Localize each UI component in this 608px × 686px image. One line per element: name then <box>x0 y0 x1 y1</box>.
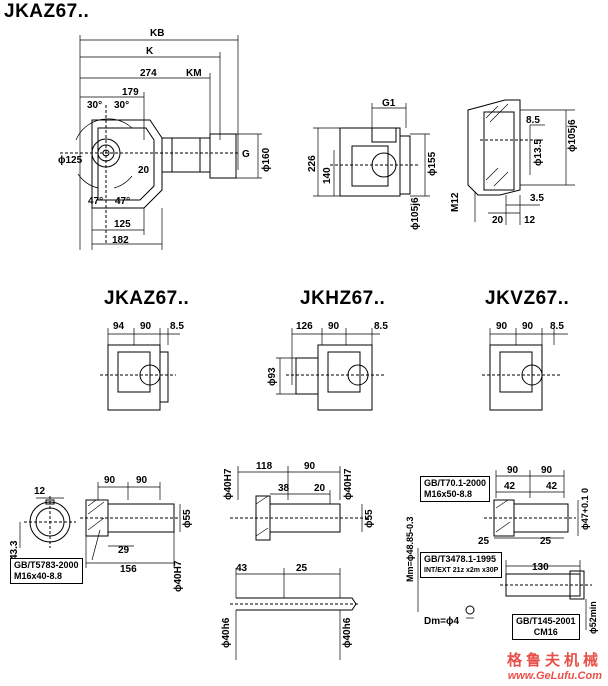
dim-k: K <box>146 46 154 57</box>
dim-140: 140 <box>322 167 333 184</box>
dim-m12: M12 <box>450 192 461 212</box>
dim-km: KM <box>186 68 202 79</box>
note-gb-t70-line2: M16x50-8.8 <box>424 489 473 499</box>
dim-226: 226 <box>307 155 318 172</box>
dim-12-shaft-a: 12 <box>34 486 46 497</box>
dim-20-top: 20 <box>138 165 150 176</box>
note-gb-t3478-line1: GB/T3478.1-1995 <box>424 554 497 564</box>
dim-20-shaft-h: 20 <box>314 483 326 494</box>
dim-179: 179 <box>122 87 139 98</box>
dim-phi40h7-h-right: ϕ40H7 <box>343 468 354 500</box>
note-gb-t5783-line2: M16x40-8.8 <box>14 571 63 581</box>
main-gearbox-view <box>60 35 262 250</box>
dim-90b-shaft-a: 90 <box>136 475 148 486</box>
dim-phi47: ϕ47+0.1 0 <box>580 487 590 530</box>
dim-90a-shaft-v: 90 <box>507 465 519 476</box>
note-gb-t145-line1: GB/T145-2001 <box>516 616 576 626</box>
dim-42a: 42 <box>504 481 516 492</box>
dim-3-5: 3.5 <box>530 193 544 204</box>
note-gb-t145-line2: CM16 <box>533 627 558 637</box>
dim-90-shaft-h: 90 <box>304 461 316 472</box>
dim-phi13-5: ϕ13.5 <box>533 139 544 166</box>
watermark: 格鲁夫机械 www.GeLufu.Com <box>507 649 602 682</box>
angle-47-right: 47° <box>115 196 131 207</box>
note-gb-t70: GB/T70.1-2000 M16x50-8.8 <box>420 476 491 502</box>
dim-8-5-jkaz: 8.5 <box>170 321 184 332</box>
dim-phi40h7-h-left: ϕ40H7 <box>223 468 234 500</box>
note-gb-t5783-line1: GB/T5783-2000 <box>14 560 79 570</box>
dim-43-shaft-h: 43 <box>236 563 248 574</box>
dim-g: G <box>242 149 250 160</box>
angle-30-left: 30° <box>87 100 103 111</box>
shaft-h-drawing <box>230 466 370 660</box>
dim-phi40h6-left: ϕ40h6 <box>221 617 232 648</box>
dim-12-detail: 12 <box>524 215 536 226</box>
note-gb-t3478-line2: INT/EXT 21z x2m x30P <box>424 567 499 574</box>
dim-38: 38 <box>278 483 290 494</box>
main-title: JKAZ67.. <box>4 1 90 22</box>
dim-8-5-jkhz: 8.5 <box>374 321 388 332</box>
dim-156: 156 <box>120 564 137 575</box>
dim-25-shaft-h: 25 <box>296 563 308 574</box>
dim-g1: G1 <box>382 98 396 109</box>
dim-94: 94 <box>113 321 125 332</box>
jkvz-title: JKVZ67.. <box>485 288 570 309</box>
dim-phi52: ϕ52min <box>588 601 598 634</box>
note-gb-t5783: GB/T5783-2000 M16x40-8.8 <box>10 558 83 584</box>
dim-phi40h7-shaft-a: ϕ40H7 <box>173 560 184 592</box>
dim-90a-jkvz: 90 <box>496 321 508 332</box>
dim-25b-shaft-v: 25 <box>540 536 552 547</box>
dim-dm: Dm=ϕ4 <box>424 616 460 627</box>
note-gb-t70-line1: GB/T70.1-2000 <box>424 478 487 488</box>
dim-90-jkaz: 90 <box>140 321 152 332</box>
dim-125: 125 <box>114 219 131 230</box>
dim-mm: Mm=ϕ48.85-0.3 <box>405 516 415 582</box>
dim-90b-jkvz: 90 <box>522 321 534 332</box>
note-gb-t145: GB/T145-2001 CM16 <box>512 614 580 640</box>
dim-42b: 42 <box>546 481 558 492</box>
watermark-cn: 格鲁夫机械 <box>506 652 602 669</box>
shaft-v-drawing <box>417 470 592 630</box>
note-gb-t3478: GB/T3478.1-1995 INT/EXT 21z x2m x30P <box>420 552 503 578</box>
side-gearbox-view <box>313 103 430 197</box>
angle-30-right: 30° <box>114 100 130 111</box>
dim-phi55-shaft-h: ϕ55 <box>364 509 375 528</box>
dim-126: 126 <box>296 321 313 332</box>
dim-90-jkhz: 90 <box>328 321 340 332</box>
dim-8-5-jkvz: 8.5 <box>550 321 564 332</box>
dim-20-detail: 20 <box>492 215 504 226</box>
dim-130: 130 <box>532 562 549 573</box>
dim-90b-shaft-v: 90 <box>541 465 553 476</box>
dim-phi105j6-detail: ϕ105j6 <box>567 119 578 152</box>
dim-phi160: ϕ160 <box>261 147 272 172</box>
dim-phi105j6-side: ϕ105j6 <box>410 197 421 230</box>
jkhz-view <box>276 328 384 411</box>
jkaz-title: JKAZ67.. <box>104 288 190 309</box>
dim-phi155: ϕ155 <box>427 151 438 176</box>
dim-25a-shaft-v: 25 <box>478 536 490 547</box>
shaft-a-drawing <box>19 482 181 568</box>
jkvz-view <box>482 328 568 411</box>
dim-118: 118 <box>256 461 273 472</box>
flange-detail-view <box>467 99 575 225</box>
dim-phi125: ϕ125 <box>58 155 83 166</box>
angle-47-left: 47° <box>88 196 104 207</box>
dim-kb: KB <box>150 28 165 39</box>
dim-182: 182 <box>112 235 129 246</box>
dim-274: 274 <box>140 68 157 79</box>
dim-90a-shaft-a: 90 <box>104 475 116 486</box>
jkhz-title: JKHZ67.. <box>300 288 386 309</box>
dim-8-5-detail: 8.5 <box>526 115 540 126</box>
dim-29: 29 <box>118 545 130 556</box>
dim-phi40h6-right: ϕ40h6 <box>342 617 353 648</box>
jkaz-view <box>100 328 180 411</box>
watermark-url: www.GeLufu.Com <box>507 670 602 682</box>
dim-phi55-shaft-a: ϕ55 <box>182 509 193 528</box>
dim-phi93: ϕ93 <box>267 367 278 386</box>
